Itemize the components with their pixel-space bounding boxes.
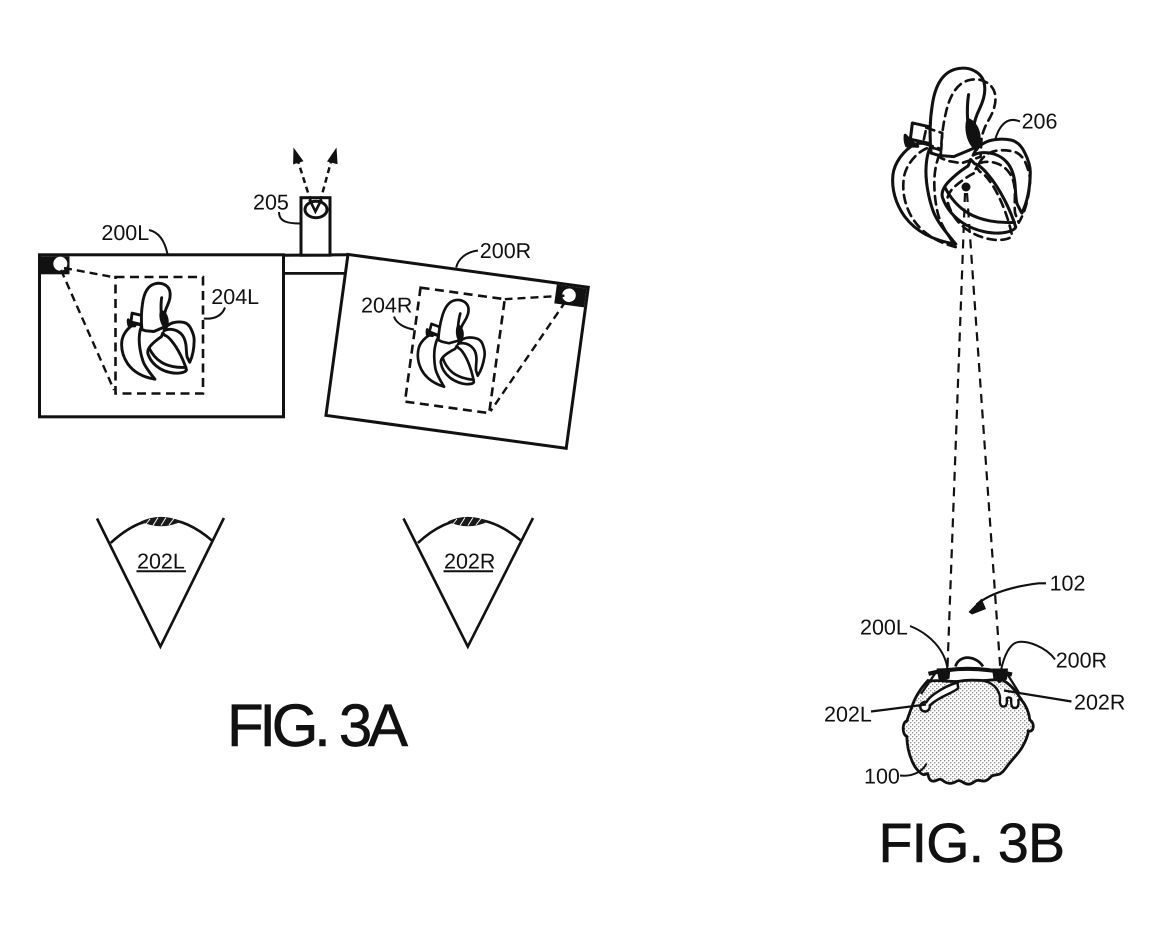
- svg-text:FIG. 3B: FIG. 3B: [879, 812, 1066, 874]
- svg-text:100: 100: [864, 765, 900, 789]
- svg-text:202R: 202R: [1074, 691, 1125, 715]
- svg-text:205: 205: [253, 191, 289, 215]
- svg-text:202L: 202L: [824, 703, 872, 727]
- svg-text:202L: 202L: [137, 550, 185, 574]
- svg-text:FIG. 3A: FIG. 3A: [227, 692, 408, 759]
- svg-text:200L: 200L: [101, 221, 149, 245]
- svg-text:204L: 204L: [211, 285, 259, 309]
- svg-text:200R: 200R: [1056, 649, 1107, 673]
- svg-text:200R: 200R: [480, 239, 531, 263]
- svg-text:202R: 202R: [444, 550, 495, 574]
- svg-text:200L: 200L: [860, 616, 908, 640]
- svg-text:102: 102: [1050, 572, 1086, 596]
- svg-text:206: 206: [1022, 110, 1058, 134]
- svg-text:204R: 204R: [361, 294, 412, 318]
